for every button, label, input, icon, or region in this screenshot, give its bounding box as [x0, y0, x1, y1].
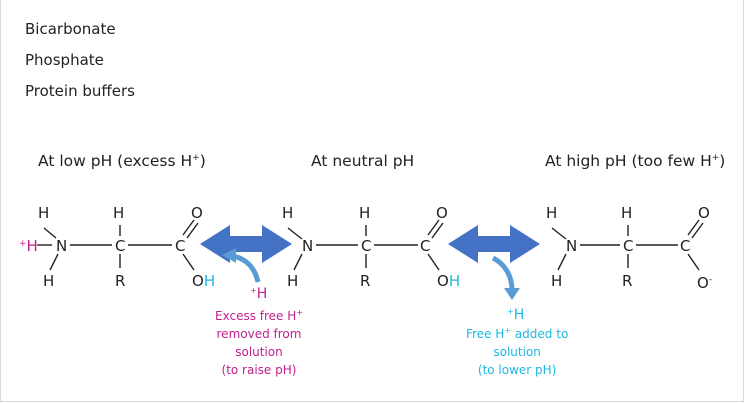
atom-c-alpha: C: [115, 237, 125, 255]
atom-h-bottom-left: H: [43, 272, 54, 290]
molecule-neutral-ph: [287, 219, 444, 271]
atom-n-2: N: [302, 237, 313, 255]
atom-o-bottom-2: OH: [437, 272, 460, 290]
atom-o-top-2: O: [436, 204, 448, 222]
atom-h-bottom-left-3: H: [551, 272, 562, 290]
free-h-cyan: +H: [507, 307, 524, 323]
atom-h-top-center-3: H: [621, 204, 632, 222]
note-free-h-added: Free H+ added to solution (to lower pH): [466, 326, 569, 377]
atom-n-3: N: [566, 237, 577, 255]
atom-c-alpha-3: C: [623, 237, 633, 255]
atom-o-minus: O-: [697, 274, 712, 292]
equilibrium-arrow-right: [448, 225, 540, 263]
atom-c-carboxyl-2: C: [420, 237, 430, 255]
atom-o-top-3: O: [698, 204, 710, 222]
molecule-high-ph: [551, 219, 704, 271]
atom-h-top-left-2: H: [282, 204, 293, 222]
note-excess-h-removed: Excess free H+ removed from solution (to…: [215, 308, 303, 377]
atom-h-top-center-2: H: [359, 204, 370, 222]
atom-h-top-left-3: H: [546, 204, 557, 222]
atom-c-alpha-2: C: [361, 237, 371, 255]
buffer-list: Bicarbonate Phosphate Protein buffers: [25, 14, 135, 107]
list-item-bicarbonate: Bicarbonate: [25, 20, 116, 38]
curved-arrow-free-h: [491, 255, 515, 291]
list-item-phosphate: Phosphate: [25, 51, 104, 69]
atom-plus-h: +H: [19, 237, 38, 255]
atom-h-top-left: H: [38, 204, 49, 222]
curved-arrowhead-excess-h: [222, 248, 236, 263]
header-neutral-ph: At neutral pH: [311, 152, 415, 170]
atom-h-top-center: H: [113, 204, 124, 222]
free-h-magenta: +H: [250, 286, 267, 302]
equilibrium-arrow-left: [200, 225, 292, 263]
atom-r: R: [115, 272, 125, 290]
molecule-low-ph: [37, 219, 199, 271]
atom-c-carboxyl: C: [175, 237, 185, 255]
curved-arrowhead-free-h: [504, 288, 520, 300]
header-low-ph: At low pH (excess H+): [38, 152, 206, 170]
atom-c-carboxyl-3: C: [680, 237, 690, 255]
atom-h-bottom-left-2: H: [287, 272, 298, 290]
atom-r-3: R: [622, 272, 632, 290]
atom-n: N: [56, 237, 67, 255]
atom-r-2: R: [360, 272, 370, 290]
atom-o-bottom: OH: [192, 272, 215, 290]
atom-o-top: O: [191, 204, 203, 222]
header-high-ph: At high pH (too few H+): [545, 152, 726, 170]
list-item-protein-buffers: Protein buffers: [25, 82, 135, 100]
